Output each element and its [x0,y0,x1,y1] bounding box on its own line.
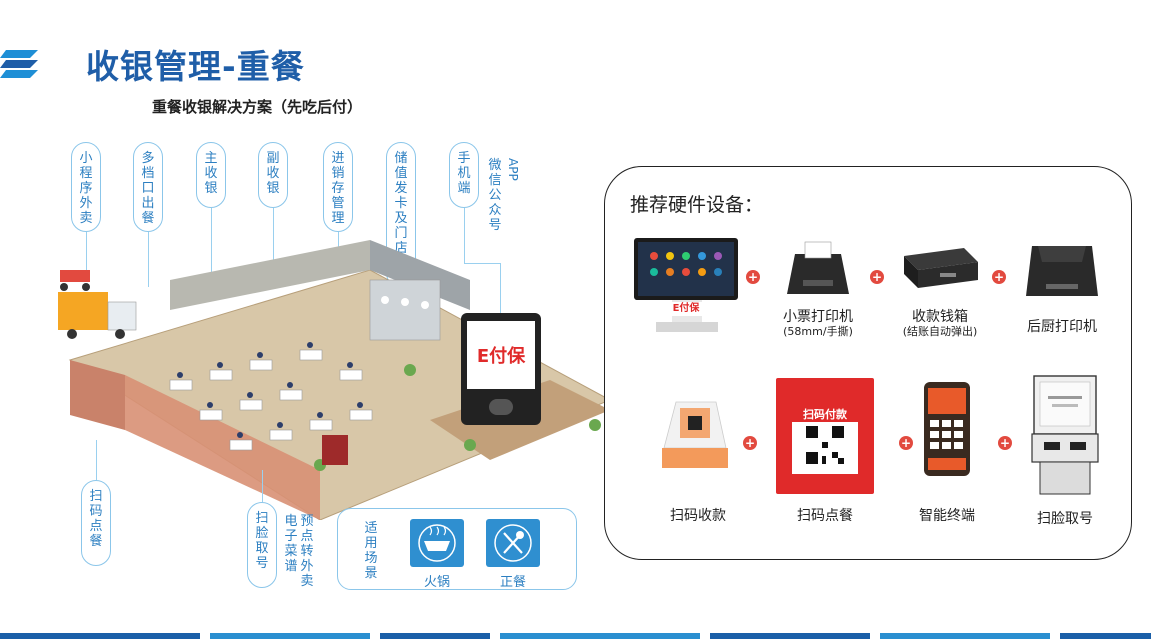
mobile-extra-app: APP [506,158,520,181]
mobile-extra-wechat: 微信公众号 [488,158,502,233]
hw-receipt-printer-label: 小票打印机 [783,309,853,325]
brand-kiosk-screen: E付保 [467,321,535,389]
feature-multi-window: 多档口出餐 [133,142,163,232]
hw-cash-drawer-sub: (结账自动弹出) [902,325,978,338]
connector-line [273,208,274,268]
scene-hotpot-tile [410,519,464,567]
brand-sign-text: E付保 [476,346,526,367]
footer-bar-segment [880,633,1050,639]
dining-icon [494,524,532,562]
feature-text: 副收银 [266,151,280,196]
qr-sign-icon: 扫码付款 [776,378,874,494]
pos-brand-label: E付保 [668,302,704,316]
feature-face-pickup: 扫脸取号 [247,502,277,588]
qr-sign-title: 扫码付款 [803,408,847,421]
face-kiosk-icon [1031,375,1099,495]
plus-icon: + [870,270,884,284]
hotpot-icon [418,524,456,562]
plus-icon: + [992,270,1006,284]
kiosk-reader-icon [489,399,513,415]
feature-text: 小程序外卖 [79,151,93,226]
menu-label-electronic: 电子菜谱 [284,514,298,574]
connector-line [211,208,212,288]
page-subtitle: 重餐收银解决方案（先吃后付） [152,98,363,116]
mobile-extra-labels: APP 微信公众号 [488,158,528,248]
feature-text: 手机端 [457,151,471,196]
feature-text: 进销存管理 [331,151,345,226]
feature-text: 扫脸取号 [255,511,269,571]
footer-bar-segment [1060,633,1151,639]
connector-line [96,440,97,480]
hw-kitchen-printer-label: 后厨打印机 [1027,319,1097,335]
connector-line [86,232,87,270]
qr-scanner-icon [662,401,728,468]
receipt-printer-icon [787,241,849,294]
plus-icon: + [743,436,757,450]
scenes-label: 适用场景 [364,521,378,581]
connector-line [262,470,263,502]
scenes-box: 适用场景 火锅 正餐 [337,508,577,590]
connector-line [500,263,501,313]
footer-bar-segment [380,633,490,639]
hw-face-kiosk-label: 扫脸取号 [1037,511,1093,527]
hw-cash-drawer-label: 收款钱箱 [912,309,968,325]
hw-smart-terminal-label: 智能终端 [919,508,975,524]
feature-main-cashier: 主收银 [196,142,226,208]
qr-code-icon [792,422,858,474]
connector-line [148,232,149,287]
feature-sub-cashier: 副收银 [258,142,288,208]
plus-icon: + [746,270,760,284]
feature-text: 主收银 [204,151,218,196]
feature-mobile: 手机端 [449,142,479,208]
plus-icon: + [998,436,1012,450]
scene-dining-label: 正餐 [499,575,526,590]
hw-receipt-printer-sub: (58mm/手撕) [783,325,853,338]
hardware-title: 推荐硬件设备： [630,194,764,216]
menu-label-preorder: 预点转外卖 [300,514,314,589]
feature-scan-order: 扫码点餐 [81,480,111,566]
hw-qr-sign-label: 扫码点餐 [797,508,853,524]
feature-text: 扫码点餐 [89,489,103,549]
scene-dining-tile [486,519,540,567]
page-title: 收银管理-重餐 [86,47,305,86]
connector-line [464,263,500,264]
feature-mini-program: 小程序外卖 [71,142,101,232]
scene-hotpot-label: 火锅 [423,575,450,590]
feature-text: 多档口出餐 [141,151,155,226]
smart-terminal-icon [924,382,970,476]
brand-kiosk: E付保 [461,313,541,425]
plus-icon: + [899,436,913,450]
footer-bar-segment [710,633,870,639]
footer-bar-segment [0,633,200,639]
footer-bar-segment [500,633,700,639]
pos-terminal-icon [634,238,738,332]
connector-line [464,208,465,263]
brand-logo-icon [0,50,38,78]
hardware-panel [604,166,1132,560]
hw-qr-scanner-label: 扫码收款 [670,508,726,524]
footer-bar-segment [210,633,370,639]
kitchen-printer-icon [1026,246,1098,296]
feature-inventory: 进销存管理 [323,142,353,232]
cash-drawer-icon [904,248,978,288]
